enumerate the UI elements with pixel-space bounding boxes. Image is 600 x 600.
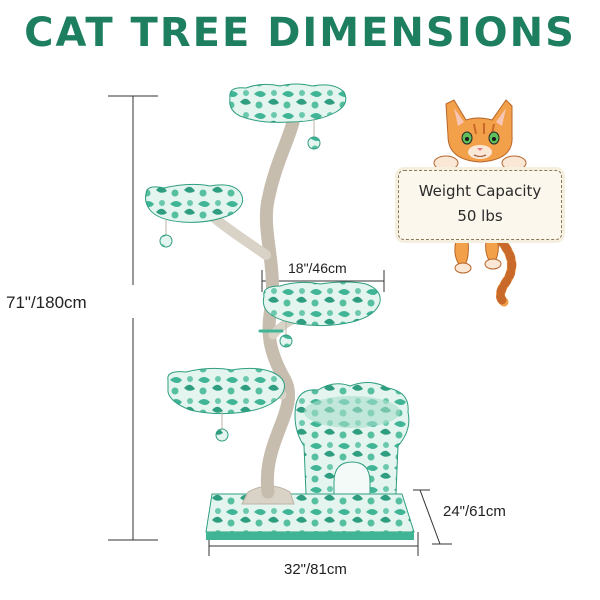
weight-capacity-sign: Weight Capacity 50 lbs <box>398 170 562 240</box>
top-width-dimension-line <box>261 270 385 292</box>
weight-capacity-label: Weight Capacity <box>418 182 542 200</box>
second-platform <box>145 183 244 223</box>
base-width-dimension-label: 32"/81cm <box>284 561 347 578</box>
weight-capacity-value: 50 lbs <box>457 207 503 225</box>
cat-illustration-icon <box>433 99 527 307</box>
base-platform <box>205 493 415 540</box>
depth-dimension-line <box>413 489 452 545</box>
pom-ball-icon <box>159 118 321 442</box>
page-title: CAT TREE DIMENSIONS <box>24 10 576 56</box>
height-dimension-label: 71"/180cm <box>6 293 87 312</box>
top-width-dimension-label: 18"/46cm <box>288 260 347 276</box>
height-dimension-line <box>108 95 158 541</box>
depth-dimension-label: 24"/61cm <box>443 503 506 520</box>
cat-condo <box>294 382 410 495</box>
middle-platform <box>262 281 381 327</box>
top-platform <box>229 83 347 123</box>
lower-platform <box>167 367 285 415</box>
